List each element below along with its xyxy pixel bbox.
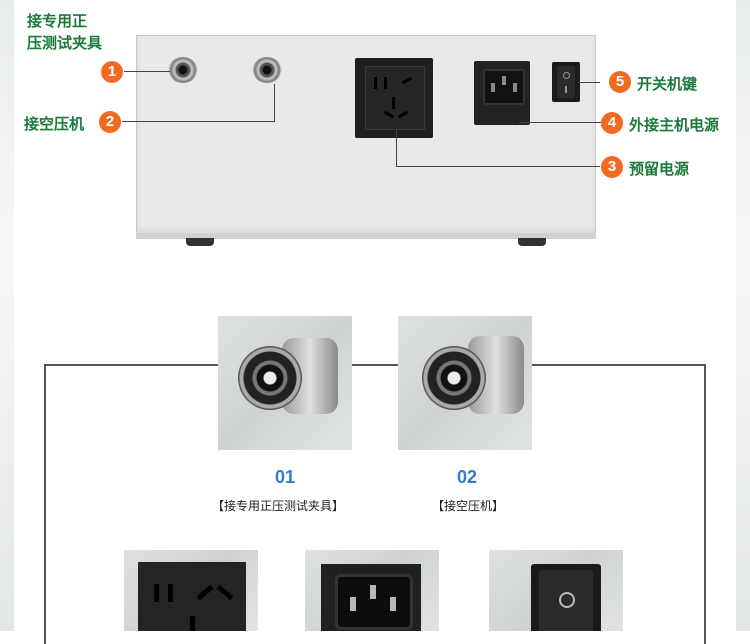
- inlet-socket: [483, 69, 525, 105]
- badge-1: 1: [101, 61, 123, 83]
- inlet-pin: [390, 597, 396, 611]
- outlet-slot: [397, 110, 409, 119]
- label-positive-pressure-fixture-line1: 接专用正: [27, 13, 88, 30]
- switch-o-mark: [563, 72, 570, 79]
- outlet-closeup: [138, 562, 246, 631]
- outlet-slot: [384, 77, 387, 89]
- outlet-slot: [168, 584, 173, 602]
- reserved-power-outlet: [355, 58, 433, 138]
- switch-closeup: [531, 564, 601, 631]
- fitting-port: [422, 346, 486, 410]
- switch-rocker: [539, 570, 593, 631]
- callout-line-5: [578, 82, 600, 83]
- right-edge-stripe: [736, 0, 750, 631]
- callout-line-2: [122, 121, 275, 122]
- inlet-closeup: [321, 564, 421, 631]
- device-foot-left: [186, 238, 214, 246]
- device-foot-right: [518, 238, 546, 246]
- detail-caption-01: 【接专用正压测试夹具】: [212, 499, 345, 513]
- label-power-switch: 开关机键: [637, 76, 698, 93]
- outlet-slot: [190, 616, 195, 631]
- outlet-slot: [374, 77, 377, 89]
- outlet-slot: [216, 584, 234, 601]
- inlet-pin: [491, 83, 495, 92]
- badge-2: 2: [99, 111, 121, 133]
- external-power-inlet: [474, 61, 530, 125]
- detail-photo-power-inlet: [305, 550, 439, 631]
- detail-frame: [44, 364, 706, 644]
- detail-number-02: 02: [456, 467, 478, 487]
- air-fitting-1: [168, 57, 198, 83]
- callout-line-3: [396, 166, 600, 167]
- inlet-pin: [350, 597, 356, 611]
- label-air-compressor: 接空压机: [24, 116, 85, 133]
- label-external-host-power: 外接主机电源: [629, 117, 720, 134]
- callout-line-4: [519, 122, 601, 123]
- left-edge-stripe: [0, 0, 14, 631]
- badge-4: 4: [601, 112, 623, 134]
- power-switch: [552, 62, 580, 102]
- callout-line-2-vertical: [274, 84, 275, 122]
- switch-o-mark: [559, 592, 575, 608]
- label-positive-pressure-fixture-line2: 压测试夹具: [27, 35, 103, 52]
- callout-line-1: [124, 71, 170, 72]
- inlet-pin: [513, 83, 517, 92]
- outlet-slot: [392, 97, 395, 109]
- outlet-slot: [383, 110, 395, 119]
- switch-i-mark: [565, 86, 567, 93]
- inlet-pin: [370, 585, 376, 599]
- fitting-port: [238, 346, 302, 410]
- detail-caption-02: 【接空压机】: [432, 499, 505, 513]
- detail-photo-outlet: [124, 550, 258, 631]
- detail-number-01: 01: [274, 467, 296, 487]
- detail-photo-fitting-1: [218, 316, 352, 450]
- callout-line-3-vertical: [396, 130, 397, 167]
- label-reserved-power: 预留电源: [629, 161, 690, 178]
- detail-photo-fitting-2: [398, 316, 532, 450]
- switch-rocker: [557, 66, 575, 98]
- outlet-face: [365, 66, 425, 130]
- inlet-pin: [502, 76, 506, 85]
- badge-3: 3: [601, 156, 623, 178]
- outlet-slot: [401, 76, 413, 85]
- device-base: [136, 233, 596, 239]
- inlet-socket: [335, 574, 413, 630]
- outlet-slot: [196, 584, 214, 601]
- outlet-slot: [154, 584, 159, 602]
- detail-photo-switch: [489, 550, 623, 631]
- badge-5: 5: [609, 71, 631, 93]
- air-fitting-2: [252, 57, 282, 83]
